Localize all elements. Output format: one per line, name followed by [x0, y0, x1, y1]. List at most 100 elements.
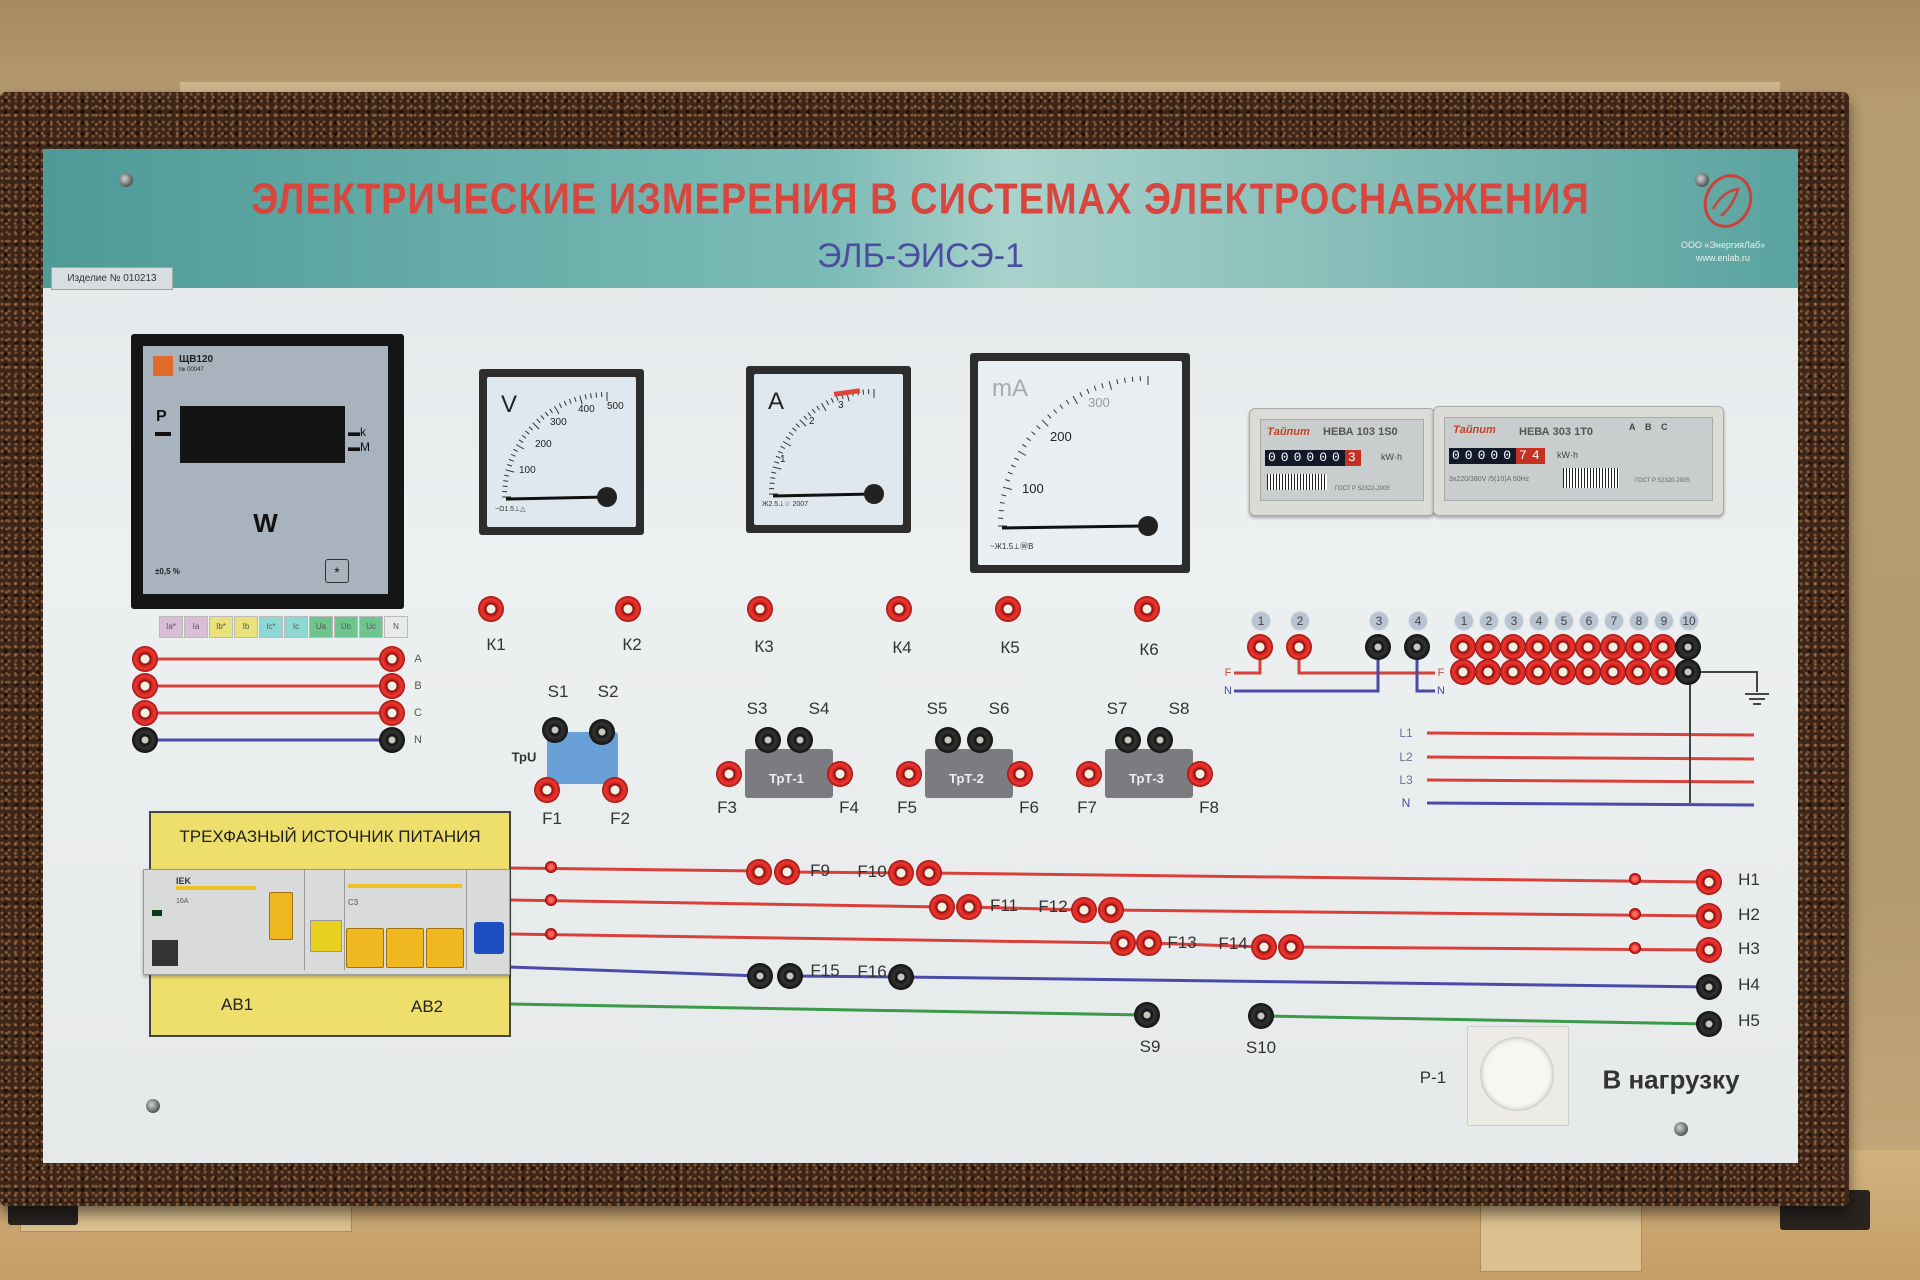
jack-k4[interactable] — [886, 596, 912, 622]
meter-jack-1[interactable] — [1247, 634, 1273, 660]
phase-indicator-c: C — [1661, 422, 1668, 432]
terminal-number: 2 — [1290, 611, 1310, 631]
line-l2 — [1426, 755, 1755, 761]
wattmeter-face: ЩВ120 № 00047 P ▬k ▬M W ±0,5 % * — [143, 346, 388, 594]
meter-jack[interactable] — [1650, 659, 1676, 685]
meter-jack[interactable] — [1575, 659, 1601, 685]
scale-tick — [568, 398, 572, 404]
jack-k2[interactable] — [615, 596, 641, 622]
meter-jack[interactable] — [1550, 659, 1576, 685]
jack-k6[interactable] — [1134, 596, 1160, 622]
terminal-label: Ic — [284, 616, 308, 638]
bus-jack[interactable] — [1251, 934, 1277, 960]
load-caption: В нагрузку — [1602, 1064, 1740, 1095]
meter-jack[interactable] — [1600, 634, 1626, 660]
meter-jack[interactable] — [1625, 659, 1651, 685]
bus-jack[interactable] — [1134, 1002, 1160, 1028]
meter-jack-4[interactable] — [1404, 634, 1430, 660]
bus-jack[interactable] — [1248, 1003, 1274, 1029]
meter-jack[interactable] — [1600, 659, 1626, 685]
output-jack-h4[interactable] — [1696, 974, 1722, 1000]
phase-jack[interactable] — [379, 646, 405, 672]
jack-f[interactable] — [827, 761, 853, 787]
bus-jack[interactable] — [888, 860, 914, 886]
meter-jack[interactable] — [1675, 634, 1701, 660]
output-jack-h3[interactable] — [1696, 937, 1722, 963]
jack-s2[interactable] — [589, 719, 615, 745]
breaker-ab2-toggle-2[interactable] — [386, 928, 424, 968]
terminal-number: 4 — [1408, 611, 1428, 631]
neutral-jack[interactable] — [132, 727, 158, 753]
breaker-ab2-toggle-1[interactable] — [346, 928, 384, 968]
meter-jack[interactable] — [1575, 634, 1601, 660]
jack-s[interactable] — [787, 727, 813, 753]
scale-label: 100 — [519, 465, 536, 476]
jack-f[interactable] — [1076, 761, 1102, 787]
meter-jack[interactable] — [1475, 634, 1501, 660]
jack-s[interactable] — [967, 727, 993, 753]
scale-label: 200 — [535, 439, 552, 450]
bus-jack[interactable] — [929, 894, 955, 920]
phase-jack[interactable] — [379, 673, 405, 699]
bus-jack[interactable] — [774, 859, 800, 885]
power-indicator-label: P — [156, 408, 167, 425]
phase-jack[interactable] — [132, 673, 158, 699]
meter-jack[interactable] — [1450, 634, 1476, 660]
jack-k3[interactable] — [747, 596, 773, 622]
meter-jack[interactable] — [1675, 659, 1701, 685]
bus-jack[interactable] — [1071, 897, 1097, 923]
wattmeter-button[interactable]: * — [325, 559, 349, 583]
breaker-ab1-toggle[interactable] — [269, 892, 293, 940]
jack-k5[interactable] — [995, 596, 1021, 622]
meter-jack-2[interactable] — [1286, 634, 1312, 660]
bus-jack[interactable] — [1136, 930, 1162, 956]
bus-jack[interactable] — [747, 963, 773, 989]
milliammeter: mA 100 200 300 ~Ж1.5⊥ⓌB — [970, 353, 1190, 573]
meter-jack[interactable] — [1625, 634, 1651, 660]
bus-jack[interactable] — [777, 963, 803, 989]
bus-jack[interactable] — [1110, 930, 1136, 956]
bus-jack[interactable] — [746, 859, 772, 885]
meter-jack[interactable] — [1500, 659, 1526, 685]
scale-tick — [513, 448, 519, 453]
jack-f2[interactable] — [602, 777, 628, 803]
jack-f[interactable] — [1007, 761, 1033, 787]
jack-f[interactable] — [716, 761, 742, 787]
bus-jack[interactable] — [956, 894, 982, 920]
phase-jack[interactable] — [132, 700, 158, 726]
bus-jack[interactable] — [1098, 897, 1124, 923]
output-jack-h5[interactable] — [1696, 1011, 1722, 1037]
phase-jack[interactable] — [132, 646, 158, 672]
output-jack-h2[interactable] — [1696, 903, 1722, 929]
neutral-jack[interactable] — [379, 727, 405, 753]
jack-s[interactable] — [1115, 727, 1141, 753]
meter-jack[interactable] — [1500, 634, 1526, 660]
jack-f1[interactable] — [534, 777, 560, 803]
jack-f[interactable] — [896, 761, 922, 787]
jack-k1[interactable] — [478, 596, 504, 622]
ammeter-class-mark: Ж2.5⊥☆ 2007 — [762, 501, 809, 508]
breaker-ab2-toggle-3[interactable] — [426, 928, 464, 968]
jack-f[interactable] — [1187, 761, 1213, 787]
bus-jack[interactable] — [888, 964, 914, 990]
meter-jack-3[interactable] — [1365, 634, 1391, 660]
power-socket-p1[interactable] — [1467, 1026, 1569, 1126]
jack-s[interactable] — [935, 727, 961, 753]
bus-jack[interactable] — [1278, 934, 1304, 960]
meter-jack[interactable] — [1550, 634, 1576, 660]
meter-jack[interactable] — [1525, 659, 1551, 685]
jack-s[interactable] — [755, 727, 781, 753]
jack-s1[interactable] — [542, 717, 568, 743]
scale-tick — [795, 423, 801, 428]
meter-jack[interactable] — [1525, 634, 1551, 660]
phase-jack[interactable] — [379, 700, 405, 726]
power-indicator-led — [155, 432, 171, 436]
meter-jack[interactable] — [1475, 659, 1501, 685]
meter-jack[interactable] — [1650, 634, 1676, 660]
meter-jack[interactable] — [1450, 659, 1476, 685]
jack-s[interactable] — [1147, 727, 1173, 753]
scale-tick — [1021, 443, 1027, 448]
output-jack-h1[interactable] — [1696, 869, 1722, 895]
bus-jack[interactable] — [916, 860, 942, 886]
scale-tick — [788, 431, 794, 436]
